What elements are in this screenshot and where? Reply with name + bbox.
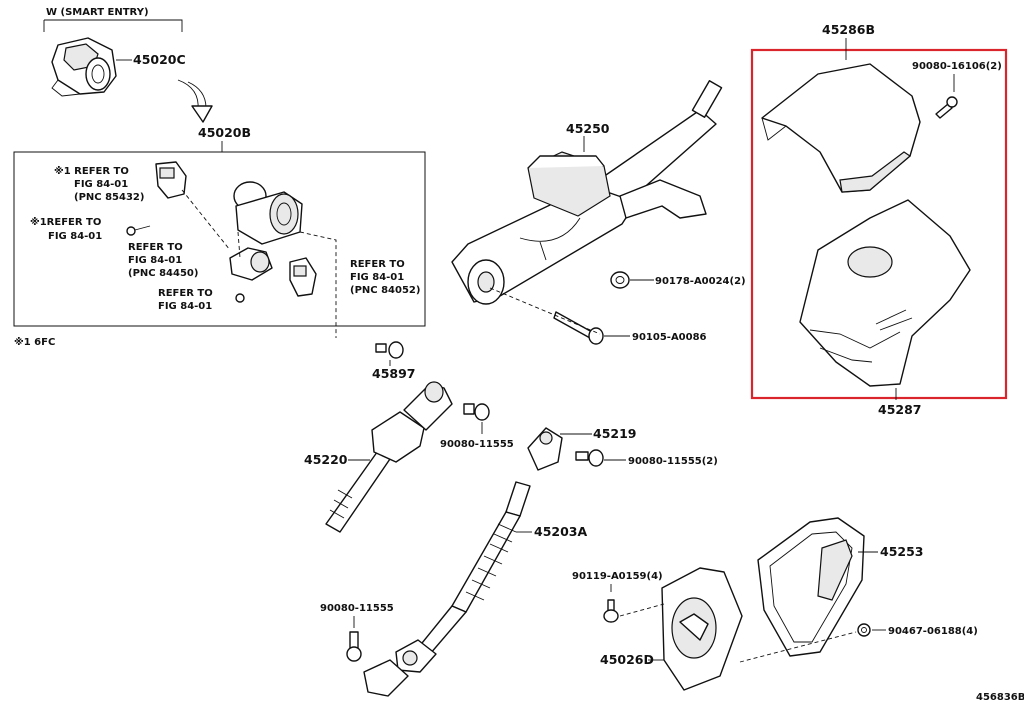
lower-column-cover-45287[interactable] <box>799 199 971 387</box>
steering-column-45250[interactable] <box>451 80 723 305</box>
ref4-line1: REFER TO <box>158 288 213 299</box>
ref1-line1: ※1 REFER TO <box>54 165 129 177</box>
label-45203A[interactable]: 45203A <box>534 524 587 539</box>
label-90119[interactable]: 90119-A0159(4) <box>572 571 663 582</box>
ref3-line1: REFER TO <box>128 242 183 253</box>
smart-entry-group-label: W (SMART ENTRY) <box>46 7 149 18</box>
part-pnc-85432[interactable] <box>155 161 187 199</box>
label-90080-11555-a[interactable]: 90080-11555 <box>440 439 514 450</box>
smart-entry-bracket <box>43 19 183 32</box>
label-45286B[interactable]: 45286B <box>822 22 875 37</box>
label-45253[interactable]: 45253 <box>880 544 924 559</box>
dash-90105 <box>489 287 601 335</box>
label-90080-16106[interactable]: 90080-16106(2) <box>912 61 1002 72</box>
label-90080-11555-c[interactable]: 90080-11555 <box>320 603 394 614</box>
label-45250[interactable]: 45250 <box>566 121 610 136</box>
yoke-45219[interactable] <box>527 427 563 471</box>
screw-90080-16106[interactable] <box>935 96 958 119</box>
label-45020C[interactable]: 45020C <box>133 52 186 67</box>
highlight-covers-box <box>750 48 1008 400</box>
intermediate-shaft-45220[interactable] <box>325 381 453 533</box>
ref4-line2: FIG 84-01 <box>158 301 212 312</box>
ignition-switch-45020C[interactable] <box>51 37 117 97</box>
label-45287[interactable]: 45287 <box>878 402 922 417</box>
label-90080-11555-b[interactable]: 90080-11555(2) <box>628 456 718 467</box>
bolt-90080-11555-a[interactable] <box>463 403 490 421</box>
ref1-line3: (PNC 85432) <box>74 192 144 203</box>
hole-cover-45026D[interactable] <box>661 567 743 691</box>
ref3-line2: FIG 84-01 <box>128 255 182 266</box>
bolt-90119[interactable] <box>603 599 619 623</box>
box-dashed-lines <box>181 189 337 338</box>
ref1-line2: FIG 84-01 <box>74 179 128 190</box>
upper-column-cover-45286B[interactable] <box>761 63 921 193</box>
ref5-line1: REFER TO <box>350 259 405 270</box>
label-90178[interactable]: 90178-A0024(2) <box>655 276 746 287</box>
bolt-90080-11555-b[interactable] <box>575 449 604 467</box>
ref5-line3: (PNC 84052) <box>350 285 420 296</box>
small-screw-left[interactable] <box>126 225 151 236</box>
label-45219[interactable]: 45219 <box>593 426 637 441</box>
bolt-90105[interactable] <box>553 311 604 345</box>
diagram-id: 456836B <box>976 692 1024 703</box>
bolt-45897[interactable] <box>375 341 404 359</box>
label-90105[interactable]: 90105-A0086 <box>632 332 707 343</box>
part-pnc-84052[interactable] <box>289 257 317 297</box>
ref2-line1: ※1REFER TO <box>30 216 101 228</box>
45020B-assembly-box <box>13 151 426 327</box>
ref2-line2: FIG 84-01 <box>48 231 102 242</box>
key-cylinder-housing[interactable] <box>233 181 303 245</box>
label-45026D[interactable]: 45026D <box>600 652 654 667</box>
steering-boot-45253[interactable] <box>757 517 865 657</box>
steering-shaft-45203A[interactable] <box>363 481 531 697</box>
nut-90178[interactable] <box>610 271 630 289</box>
label-45020B[interactable]: 45020B <box>198 125 251 140</box>
nut-90467[interactable] <box>857 623 871 637</box>
footnote-6fc: ※1 6FC <box>14 336 55 348</box>
small-screw-bottom[interactable] <box>235 293 245 303</box>
label-90467[interactable]: 90467-06188(4) <box>888 626 978 637</box>
label-45897[interactable]: 45897 <box>372 366 416 381</box>
part-pnc-84450[interactable] <box>229 247 273 281</box>
ref5-line2: FIG 84-01 <box>350 272 404 283</box>
dash-90119 <box>619 603 665 617</box>
dash-90467 <box>739 631 857 663</box>
bolt-90080-11555-c[interactable] <box>346 631 362 662</box>
label-45220[interactable]: 45220 <box>304 452 348 467</box>
ref3-line3: (PNC 84450) <box>128 268 198 279</box>
hollow-arrow <box>177 79 213 123</box>
